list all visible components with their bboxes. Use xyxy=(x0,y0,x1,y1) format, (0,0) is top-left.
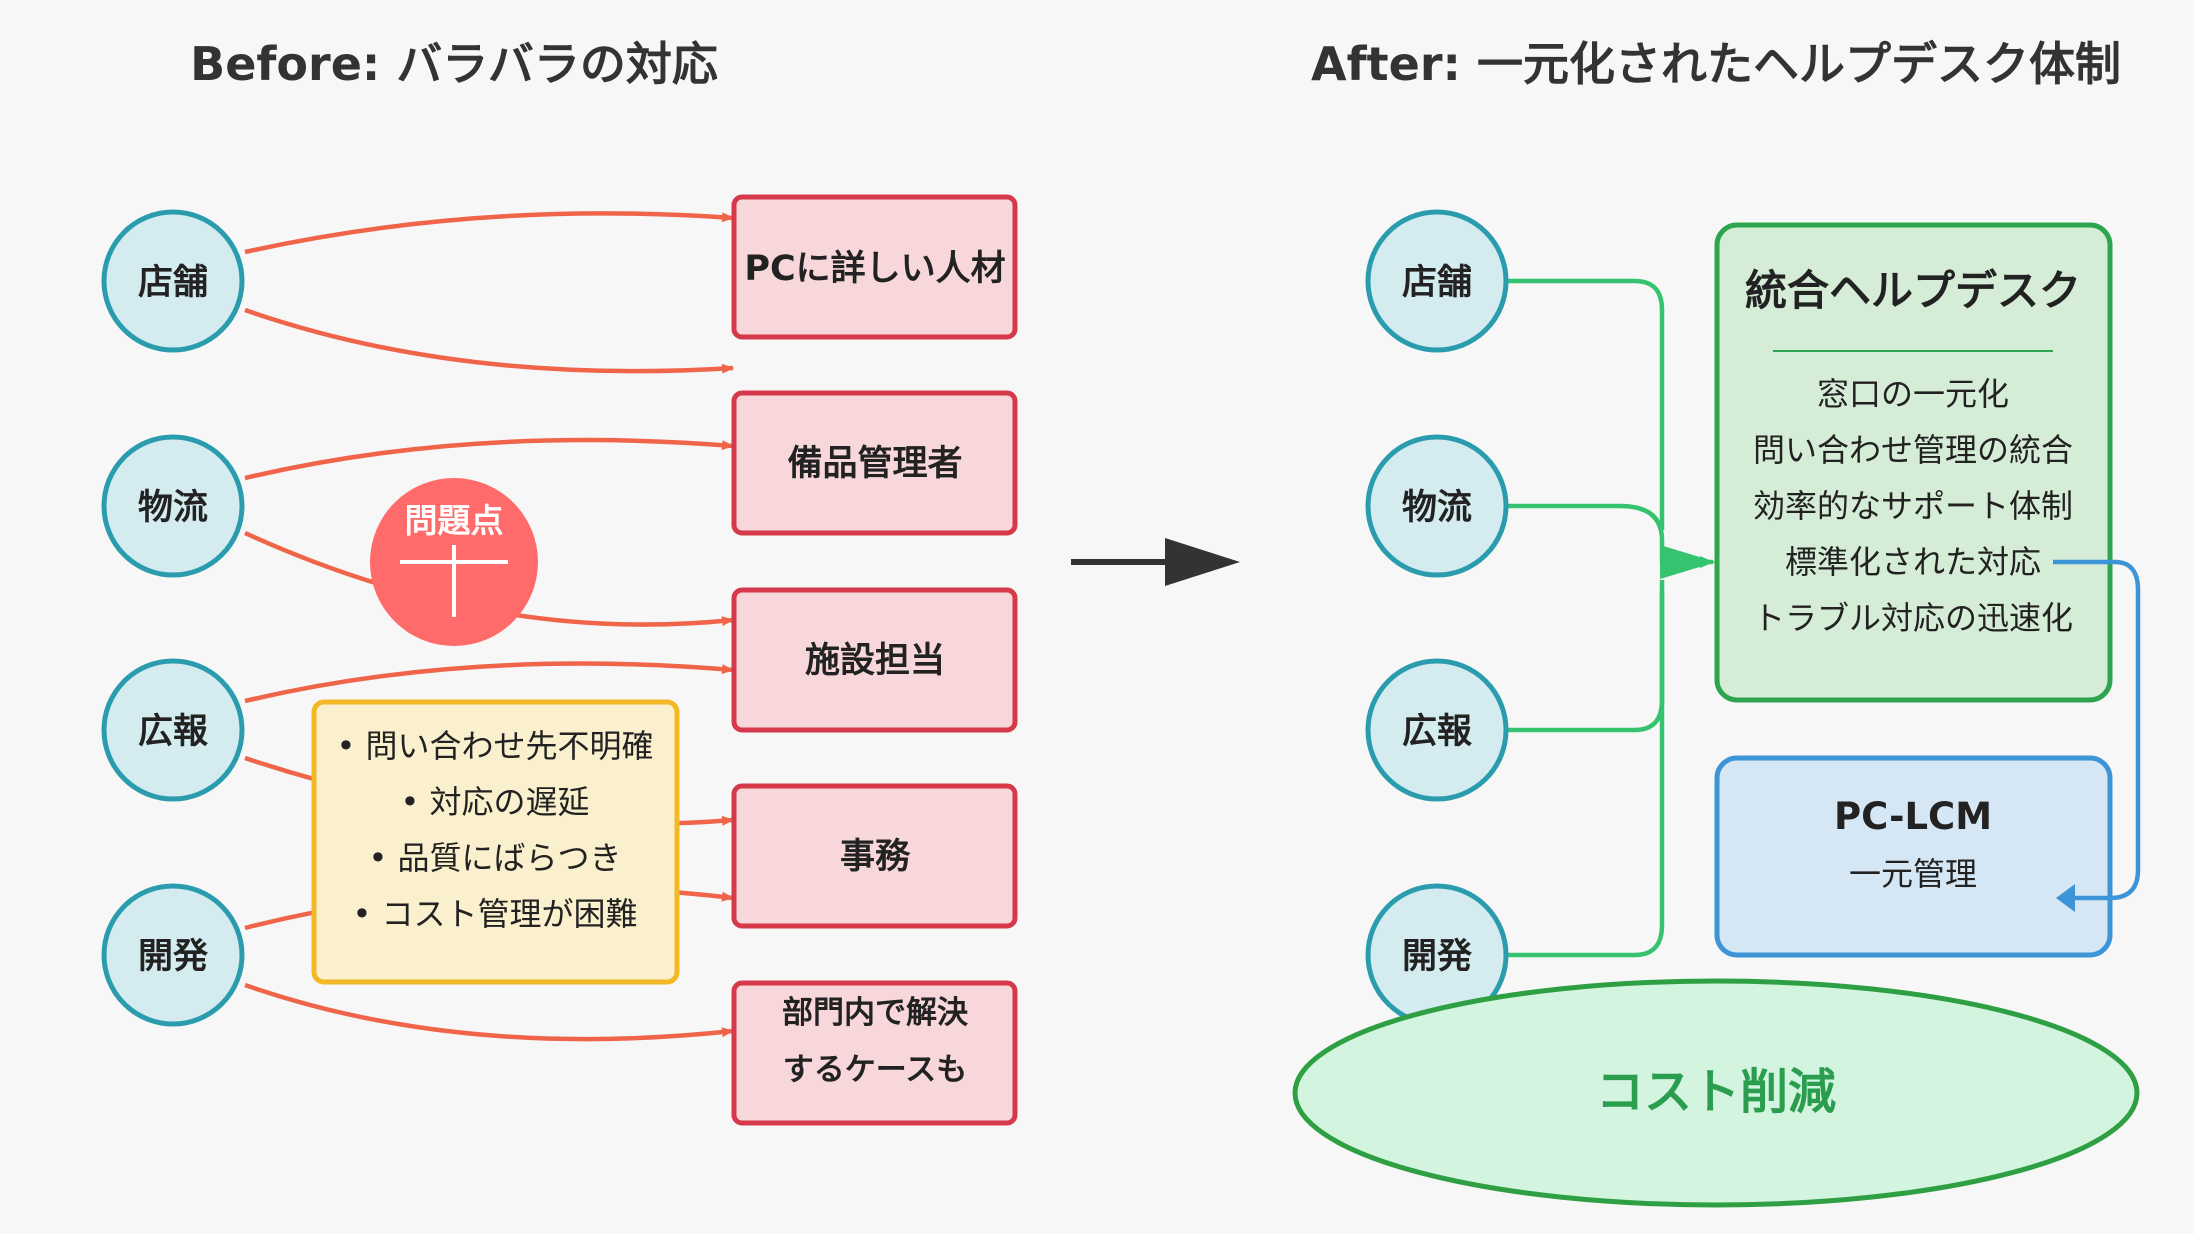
pclcm-title: PC-LCM xyxy=(1834,795,1992,838)
before-departments: 店舗 物流 広報 開発 xyxy=(101,209,245,1027)
blue-arrowhead xyxy=(2056,884,2075,912)
arrow-logistics-equipment xyxy=(244,437,734,481)
helpdesk-item: 標準化された対応 xyxy=(1785,543,2041,581)
after-dept-store-label: 店舗 xyxy=(1402,263,1472,303)
before-dept-logistics: 物流 xyxy=(101,434,245,578)
after-dept-dev-label: 開発 xyxy=(1402,937,1473,977)
helpdesk-title: 統合ヘルプデスク xyxy=(1745,266,2081,315)
target-equipment-manager-label: 備品管理者 xyxy=(787,444,962,484)
helpdesk-item: 効率的なサポート体制 xyxy=(1753,487,2073,525)
before-title: Before: バラバラの対応 xyxy=(190,37,718,91)
problem-badge: 問題点 xyxy=(370,478,538,646)
before-dept-pr-label: 広報 xyxy=(138,712,208,752)
helpdesk-item: 問い合わせ管理の統合 xyxy=(1753,431,2073,469)
arrow-store-pc xyxy=(244,211,734,255)
after-dept-pr: 広報 xyxy=(1365,658,1509,802)
connector-dev xyxy=(1507,590,1665,958)
problem-item: • 品質にばらつき xyxy=(368,839,621,877)
connector-logistics xyxy=(1507,503,1665,562)
target-office: 事務 xyxy=(731,783,1018,929)
after-dept-logistics: 物流 xyxy=(1365,434,1509,578)
target-internal: 部門内で解決 するケースも xyxy=(731,980,1018,1126)
target-facility-label: 施設担当 xyxy=(805,641,945,681)
after-title: After: 一元化されたヘルプデスク体制 xyxy=(1311,37,2121,91)
before-dept-dev-label: 開発 xyxy=(138,937,209,977)
problem-badge-label: 問題点 xyxy=(405,501,504,540)
connector-store xyxy=(1507,278,1665,530)
target-equipment-manager: 備品管理者 xyxy=(731,390,1018,536)
after-departments: 店舗 物流 広報 開発 xyxy=(1365,209,1509,1027)
problems-box: • 問い合わせ先不明確 • 対応の遅延 • 品質にばらつき • コスト管理が困難 xyxy=(311,699,680,985)
after-dept-logistics-label: 物流 xyxy=(1402,488,1472,528)
arrow-dev-internal xyxy=(244,982,734,1042)
connector-pr xyxy=(1507,580,1665,733)
arrow-pr-facility xyxy=(244,661,734,704)
helpdesk-to-pclcm-arrow xyxy=(2053,559,2141,901)
arrow-store-open xyxy=(244,307,734,374)
target-internal-line2: するケースも xyxy=(783,1052,967,1088)
after-dept-pr-label: 広報 xyxy=(1402,712,1472,752)
cost-reduction-label: コスト削減 xyxy=(1596,1064,1836,1120)
before-dept-pr: 広報 xyxy=(101,658,245,802)
target-pc-expert-label: PCに詳しい人材 xyxy=(744,249,1005,289)
problem-item: • 問い合わせ先不明確 xyxy=(336,727,653,765)
before-dept-dev: 開発 xyxy=(101,883,245,1027)
helpdesk-box: 統合ヘルプデスク 窓口の一元化 問い合わせ管理の統合 効率的なサポート体制 標準… xyxy=(1714,222,2113,703)
before-targets: PCに詳しい人材 備品管理者 施設担当 事務 部門内で解決 するケースも xyxy=(731,194,1018,1126)
helpdesk-item: 窓口の一元化 xyxy=(1817,375,2009,413)
before-dept-store: 店舗 xyxy=(101,209,245,353)
helpdesk-item: トラブル対応の迅速化 xyxy=(1753,599,2073,637)
after-connectors xyxy=(1507,278,1714,958)
target-internal-line1: 部門内で解決 xyxy=(782,995,969,1031)
connector-arrowhead xyxy=(1660,545,1716,579)
cost-reduction: コスト削減 xyxy=(1292,978,2140,1208)
problem-item: • コスト管理が困難 xyxy=(352,895,637,933)
pclcm-box: PC-LCM 一元管理 xyxy=(1714,755,2113,958)
before-dept-store-label: 店舗 xyxy=(138,263,208,303)
before-dept-logistics-label: 物流 xyxy=(138,488,208,528)
target-office-label: 事務 xyxy=(840,837,911,877)
after-dept-store: 店舗 xyxy=(1365,209,1509,353)
problem-item: • 対応の遅延 xyxy=(400,783,589,821)
target-pc-expert: PCに詳しい人材 xyxy=(731,194,1018,340)
target-facility: 施設担当 xyxy=(731,587,1018,733)
transition-arrow xyxy=(1071,538,1240,586)
pclcm-subtitle: 一元管理 xyxy=(1849,855,1977,893)
